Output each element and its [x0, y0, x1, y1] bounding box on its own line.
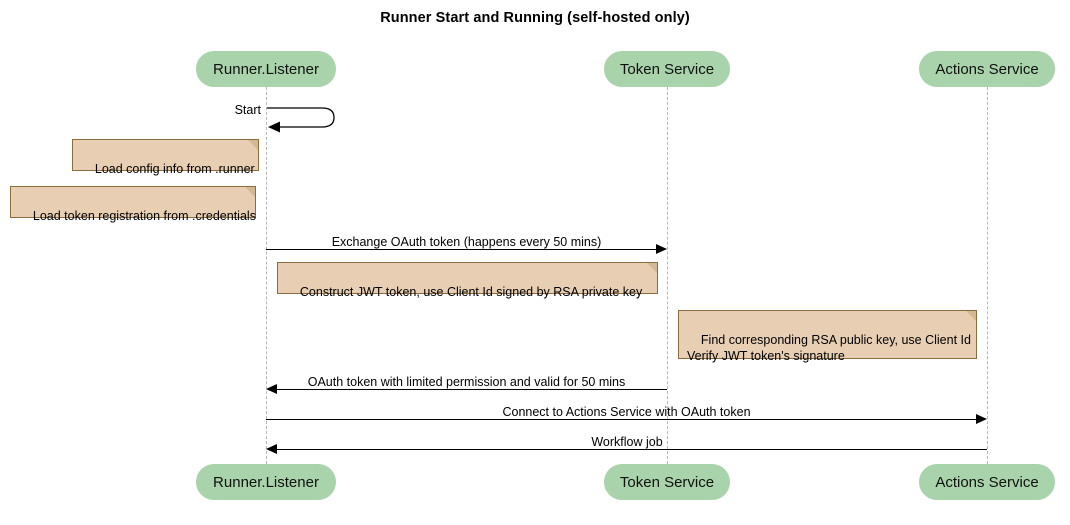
- lifeline-token: [667, 87, 668, 464]
- note-fold-icon: [966, 311, 976, 321]
- message-line-workflow-job: [277, 449, 987, 450]
- page-title: Runner Start and Running (self-hosted on…: [380, 10, 690, 26]
- participant-header-token[interactable]: Token Service: [604, 51, 730, 87]
- arrow-head-left-icon: [266, 443, 277, 454]
- message-self-loop-start: [266, 103, 346, 133]
- note-load-config-text: Load config info from .runner: [94, 162, 255, 176]
- participant-footer-label-token: Token Service: [619, 473, 715, 491]
- note-fold-icon: [647, 263, 657, 273]
- arrow-head-left-icon: [266, 383, 277, 394]
- arrow-head-right-icon: [656, 243, 667, 254]
- message-line-connect-actions: [266, 419, 977, 420]
- participant-header-actions[interactable]: Actions Service: [919, 51, 1055, 87]
- note-construct-jwt-text: Construct JWT token, use Client Id signe…: [299, 285, 643, 299]
- note-load-config: Load config info from .runner: [72, 139, 259, 176]
- message-label-connect-actions: Connect to Actions Service with OAuth to…: [502, 405, 751, 419]
- lifeline-runner: [266, 87, 267, 464]
- note-load-token-registration: Load token registration from .credential…: [10, 186, 256, 223]
- note-verify-jwt-text: Find corresponding RSA public key, use C…: [687, 333, 971, 363]
- message-label-workflow-job: Workflow job: [591, 435, 663, 449]
- note-load-token-registration-text: Load token registration from .credential…: [32, 209, 256, 223]
- note-construct-jwt: Construct JWT token, use Client Id signe…: [277, 262, 658, 299]
- note-fold-icon: [248, 140, 258, 150]
- note-fold-icon: [245, 187, 255, 197]
- lifeline-actions: [987, 87, 988, 464]
- message-label-exchange-oauth: Exchange OAuth token (happens every 50 m…: [331, 235, 602, 249]
- participant-footer-label-runner: Runner.Listener: [213, 473, 319, 491]
- participant-label-actions: Actions Service: [935, 60, 1039, 78]
- message-label-start: Start: [234, 103, 261, 117]
- message-line-exchange-oauth: [266, 249, 657, 250]
- participant-footer-token[interactable]: Token Service: [604, 464, 730, 500]
- participant-footer-actions[interactable]: Actions Service: [919, 464, 1055, 500]
- participant-label-token: Token Service: [619, 60, 715, 78]
- participant-label-runner: Runner.Listener: [213, 60, 319, 78]
- participant-footer-label-actions: Actions Service: [935, 473, 1039, 491]
- message-label-oauth-token-reply: OAuth token with limited permission and …: [307, 375, 626, 389]
- note-verify-jwt: Find corresponding RSA public key, use C…: [678, 310, 977, 363]
- participant-header-runner[interactable]: Runner.Listener: [196, 51, 336, 87]
- arrow-head-right-icon: [976, 413, 987, 424]
- participant-footer-runner[interactable]: Runner.Listener: [196, 464, 336, 500]
- message-line-oauth-token-reply: [277, 389, 667, 390]
